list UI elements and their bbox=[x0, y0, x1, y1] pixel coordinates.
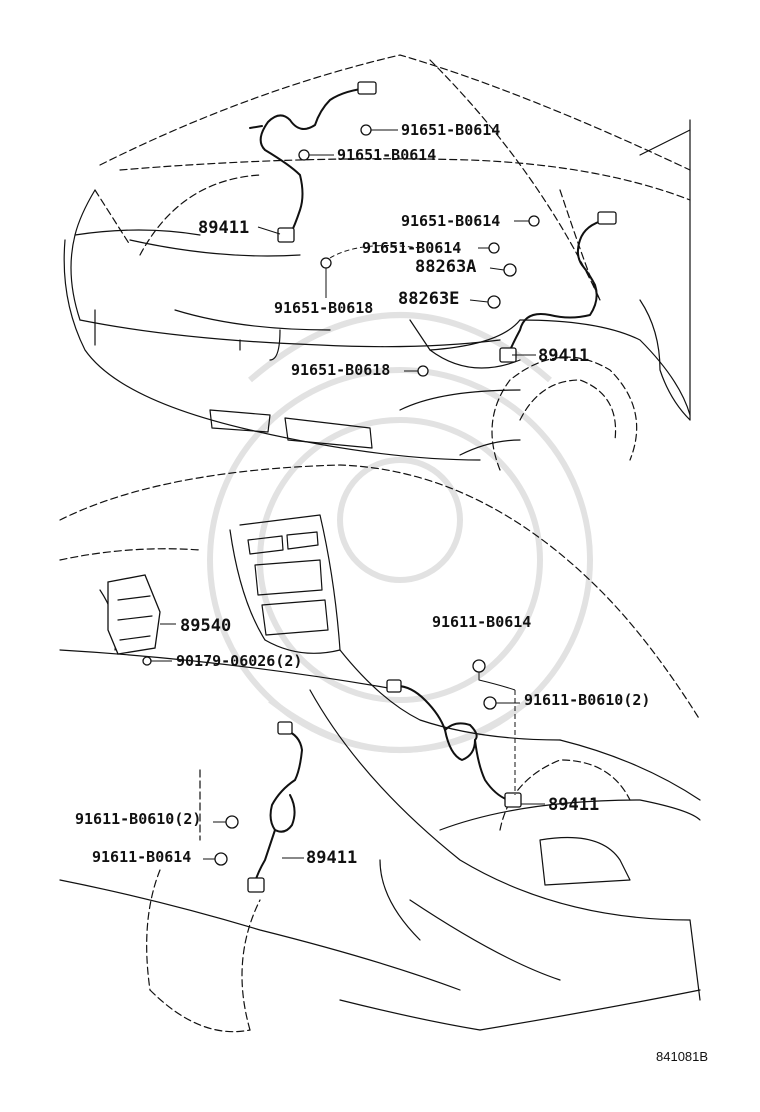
label-88263e: 88263E bbox=[398, 289, 459, 309]
label-91611-b0610-a: 91611-B0610(2) bbox=[524, 691, 650, 709]
label-91611-b0614-b: 91611-B0614 bbox=[92, 848, 191, 866]
watermark-emblem bbox=[207, 312, 593, 753]
label-91611-b0614-a: 91611-B0614 bbox=[432, 613, 531, 631]
label-91651-b0618-b: 91651-B0618 bbox=[291, 361, 390, 379]
label-89411-rear-left: 89411 bbox=[306, 848, 357, 868]
rear-right-sensor-harness bbox=[386, 679, 522, 808]
label-91651-b0614-a: 91651-B0614 bbox=[401, 121, 500, 139]
label-91651-b0614-d: 91651-B0614 bbox=[362, 239, 461, 257]
label-89411-front-left: 89411 bbox=[198, 218, 249, 238]
front-left-sensor-harness bbox=[249, 81, 377, 243]
bottom-leaders bbox=[151, 623, 545, 860]
bottom-fasteners bbox=[214, 659, 497, 866]
label-89411-rear-right: 89411 bbox=[548, 795, 599, 815]
rear-vehicle-outline bbox=[59, 464, 701, 1033]
abs-ecu-89540 bbox=[107, 574, 161, 666]
label-89540: 89540 bbox=[180, 616, 231, 636]
front-right-sensor-harness bbox=[499, 211, 617, 363]
front-vehicle-outline bbox=[63, 54, 691, 471]
top-leaders bbox=[257, 129, 536, 372]
label-91611-b0610-b: 91611-B0610(2) bbox=[75, 810, 201, 828]
label-91651-b0614-b: 91651-B0614 bbox=[337, 146, 436, 164]
label-88263a: 88263A bbox=[415, 257, 476, 277]
rear-left-sensor-harness bbox=[247, 721, 303, 893]
label-91651-b0614-c: 91651-B0614 bbox=[401, 212, 500, 230]
top-fasteners bbox=[298, 124, 540, 377]
figure-reference-code: 841081B bbox=[656, 1049, 708, 1064]
label-91651-b0618-a: 91651-B0618 bbox=[274, 299, 373, 317]
label-90179-06026: 90179-06026(2) bbox=[176, 652, 302, 670]
label-89411-front-right: 89411 bbox=[538, 346, 589, 366]
